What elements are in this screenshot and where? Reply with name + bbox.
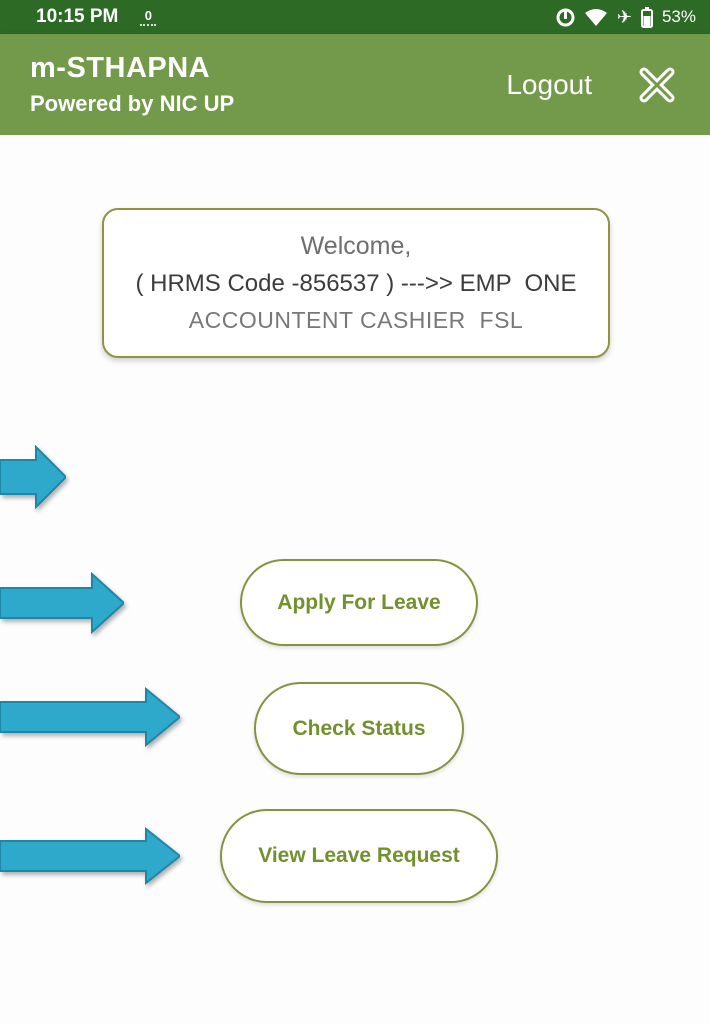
status-bar: 10:15 PM 0 ✈ 53% — [0, 0, 710, 34]
network-speed-value: 0 — [144, 7, 152, 23]
apply-for-leave-button[interactable]: Apply For Leave — [240, 559, 478, 646]
app-subtitle: Powered by NIC UP — [30, 91, 235, 116]
annotation-arrow-view-icon — [0, 827, 180, 885]
airplane-mode-icon: ✈ — [616, 7, 632, 27]
header-actions: Logout — [506, 62, 686, 108]
welcome-greeting: Welcome, — [300, 232, 412, 260]
app-header: m-STHAPNA Powered by NIC UP Logout — [0, 34, 710, 135]
view-leave-request-button[interactable]: View Leave Request — [220, 809, 498, 903]
header-titles: m-STHAPNA Powered by NIC UP — [30, 52, 234, 117]
app-title: m-STHAPNA — [30, 52, 211, 84]
data-saver-icon — [556, 8, 575, 27]
welcome-hrms-code: ( HRMS Code -856537 ) --->> EMP ONE — [135, 270, 577, 297]
main-content: Welcome, ( HRMS Code -856537 ) --->> EMP… — [0, 135, 710, 1024]
status-bar-right: ✈ 53% — [556, 6, 696, 28]
welcome-card: Welcome, ( HRMS Code -856537 ) --->> EMP… — [102, 208, 610, 358]
network-speed-unit — [140, 23, 157, 26]
battery-icon — [640, 6, 653, 28]
welcome-designation: ACCOUNTENT CASHIER FSL — [188, 307, 524, 333]
annotation-arrow-welcome-icon — [0, 445, 66, 509]
annotation-arrow-status-icon — [0, 687, 180, 747]
network-speed-indicator: 0 — [140, 7, 157, 26]
battery-percent: 53% — [661, 7, 696, 26]
logout-button[interactable]: Logout — [506, 68, 592, 100]
clock: 10:15 PM — [36, 6, 119, 27]
wifi-icon — [584, 8, 608, 27]
status-bar-left: 10:15 PM 0 — [36, 6, 157, 28]
check-status-button[interactable]: Check Status — [254, 682, 464, 775]
close-icon[interactable] — [634, 62, 680, 108]
annotation-arrow-apply-icon — [0, 572, 124, 634]
